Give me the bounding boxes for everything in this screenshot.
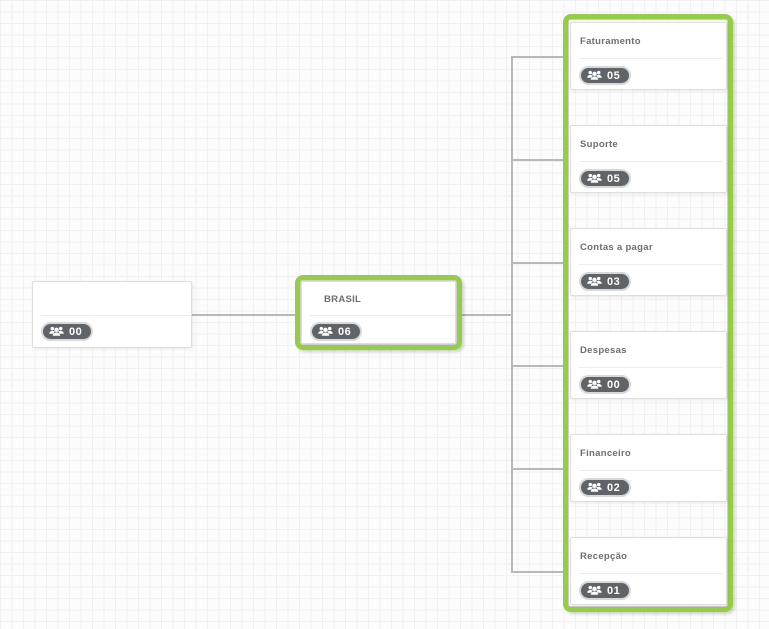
member-count: 00: [69, 325, 83, 338]
node-divider: [310, 315, 455, 316]
node-root[interactable]: 00: [32, 281, 192, 348]
member-count: 06: [338, 325, 352, 338]
node-divider: [41, 315, 191, 316]
node-brasil-selection-outline: BRASIL 06: [295, 275, 462, 350]
users-group-icon: [587, 276, 602, 286]
member-count: 00: [607, 378, 621, 391]
member-count: 05: [607, 172, 621, 185]
member-count-badge[interactable]: 00: [579, 375, 632, 394]
node-financeiro[interactable]: Financeiro 02: [570, 434, 727, 502]
member-count: 05: [607, 69, 621, 82]
node-divider: [579, 161, 723, 162]
member-count-badge[interactable]: 05: [579, 169, 632, 188]
connector-stub-contas-a-pagar: [511, 262, 564, 264]
users-group-icon: [318, 326, 333, 336]
member-count-badge[interactable]: 03: [579, 272, 632, 291]
connector-stub-faturamento: [511, 56, 564, 58]
users-group-icon: [587, 585, 602, 595]
member-count-badge[interactable]: 00: [41, 322, 94, 341]
node-divider: [579, 367, 723, 368]
node-title: Recepção: [580, 551, 628, 562]
users-group-icon: [587, 379, 602, 389]
member-count-badge[interactable]: 06: [310, 322, 363, 341]
node-suporte[interactable]: Suporte 05: [570, 125, 727, 193]
member-count: 01: [607, 584, 621, 597]
connector-stub-recepcao: [511, 571, 564, 573]
node-faturamento[interactable]: Faturamento 05: [570, 22, 727, 90]
connector-trunk: [511, 56, 513, 573]
node-title: BRASIL: [324, 294, 362, 305]
node-title: Suporte: [580, 139, 618, 150]
node-divider: [579, 573, 723, 574]
member-count-badge[interactable]: 01: [579, 581, 632, 600]
users-group-icon: [587, 482, 602, 492]
connector-brasil-trunk: [462, 314, 512, 316]
node-title: Despesas: [580, 345, 627, 356]
node-despesas[interactable]: Despesas 00: [570, 331, 727, 399]
node-title: Faturamento: [580, 36, 641, 47]
users-group-icon: [49, 326, 64, 336]
member-count: 03: [607, 275, 621, 288]
node-brasil[interactable]: BRASIL 06: [301, 281, 456, 344]
node-recepcao[interactable]: Recepção 01: [570, 537, 727, 605]
node-divider: [579, 264, 723, 265]
users-group-icon: [587, 173, 602, 183]
connector-root-brasil: [192, 314, 295, 316]
connector-stub-financeiro: [511, 468, 564, 470]
member-count: 02: [607, 481, 621, 494]
node-divider: [579, 58, 723, 59]
node-divider: [579, 470, 723, 471]
departments-selection-outline: Faturamento 05 Suporte: [563, 14, 733, 612]
users-group-icon: [587, 70, 602, 80]
connector-stub-despesas: [511, 365, 564, 367]
node-contas-a-pagar[interactable]: Contas a pagar 03: [570, 228, 727, 296]
member-count-badge[interactable]: 02: [579, 478, 632, 497]
node-title: Contas a pagar: [580, 242, 653, 253]
member-count-badge[interactable]: 05: [579, 66, 632, 85]
node-title: Financeiro: [580, 448, 632, 459]
connector-stub-suporte: [511, 159, 564, 161]
